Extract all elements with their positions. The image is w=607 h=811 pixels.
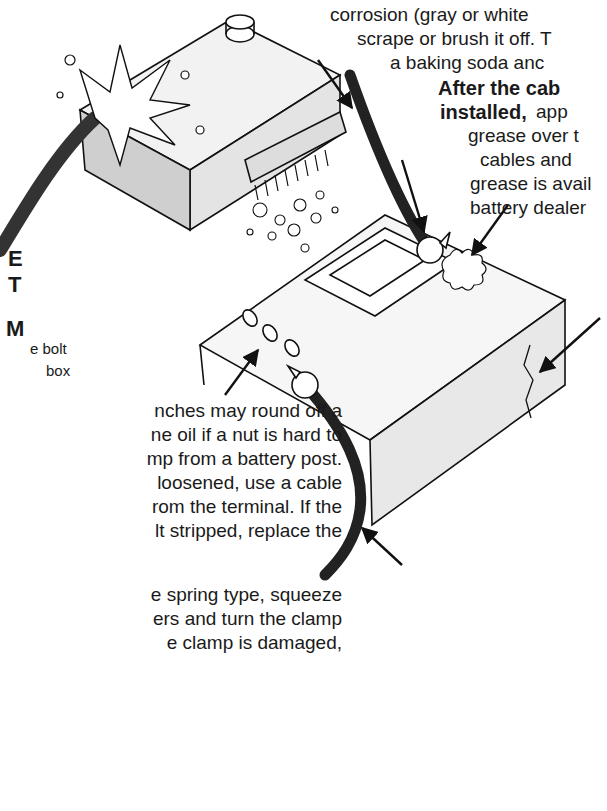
water-hose <box>0 118 95 250</box>
water-splash <box>80 45 190 165</box>
body-text: e spring type, squeeze <box>151 584 342 606</box>
heading-text: M <box>6 318 24 340</box>
body-text: mp from a battery post. <box>147 448 342 470</box>
body-text: rom the terminal. If the <box>152 496 342 518</box>
wing-nut <box>440 232 450 248</box>
heading-text: After the cab <box>438 77 560 99</box>
wing-nut <box>288 366 300 378</box>
body-text: ers and turn the clamp <box>153 608 342 630</box>
body-text: e bolt <box>30 338 67 360</box>
body-text: box <box>46 360 70 382</box>
body-text: cables and <box>480 149 572 171</box>
heading-text: T <box>8 274 21 296</box>
plate-window <box>330 240 425 296</box>
brush-bristles <box>255 150 328 200</box>
heading-text: installed, <box>440 101 527 123</box>
body-text: corrosion (gray or white <box>330 4 529 26</box>
vent-holes <box>240 307 302 359</box>
foam-bubbles <box>247 191 338 252</box>
battery-label-plate <box>305 228 455 316</box>
battery-front <box>370 300 565 525</box>
body-text: app <box>536 101 568 123</box>
brush-handle <box>245 112 346 182</box>
splash-drops <box>57 55 204 134</box>
body-text: ne oil if a nut is hard to <box>151 424 342 446</box>
body-text: scrape or brush it off. T <box>357 28 552 50</box>
terminal-clamp <box>417 237 443 263</box>
case-crack <box>524 345 533 418</box>
body-text: e clamp is damaged, <box>167 632 342 654</box>
body-text: loosened, use a cable <box>157 472 342 494</box>
body-text: grease is avail <box>470 173 591 195</box>
body-text: battery dealer <box>470 197 586 219</box>
corrosion-buildup <box>442 249 486 290</box>
body-text: a baking soda anc <box>390 52 544 74</box>
body-text: lt stripped, replace the <box>155 520 342 542</box>
body-text: grease over t <box>468 125 579 147</box>
heading-text: E <box>8 248 23 270</box>
battery-wash <box>0 15 346 252</box>
battery-cable <box>350 75 430 250</box>
vent-cap-top <box>226 15 254 29</box>
body-text: nches may round off a <box>154 400 342 422</box>
battery-edge <box>200 345 204 385</box>
